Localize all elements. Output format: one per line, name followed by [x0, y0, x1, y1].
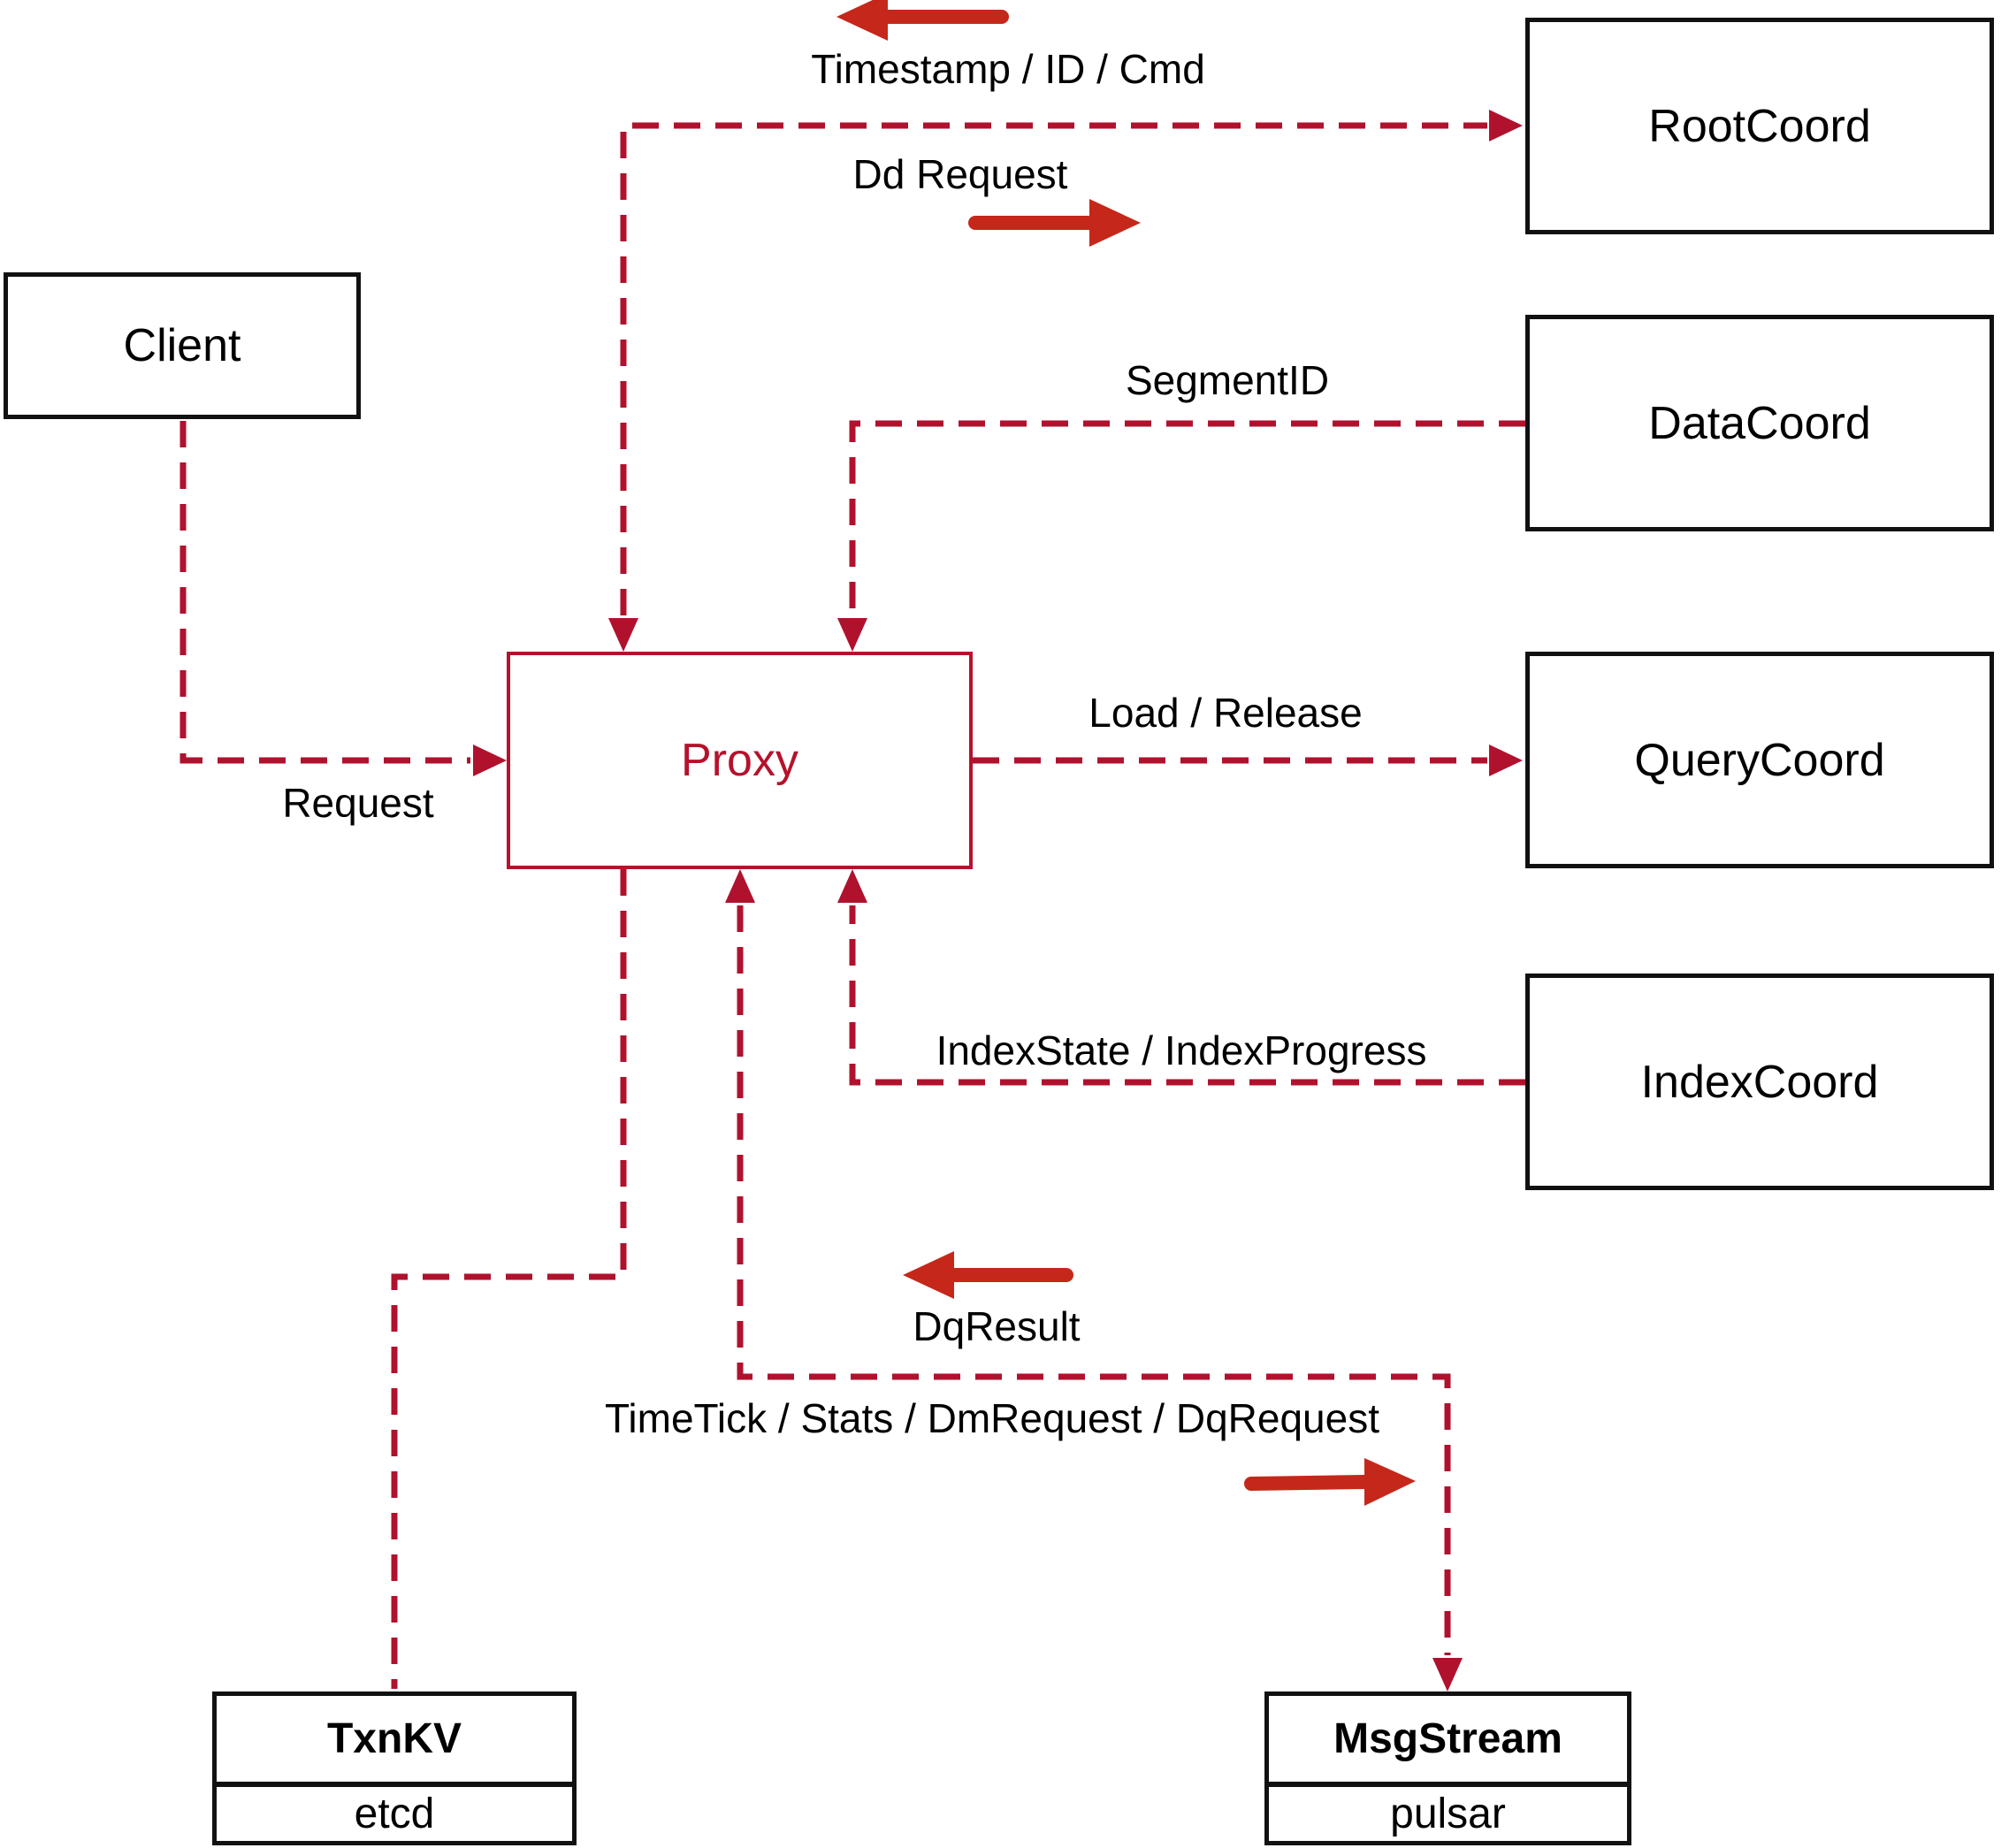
client-label: Client — [123, 320, 241, 371]
arrowhead-into-proxy-bottom-right-icon — [837, 869, 867, 903]
node-querycoord: QueryCoord — [1525, 652, 1994, 868]
direction-arrow-right-time-tick-icon — [1244, 1458, 1416, 1506]
node-datacoord: DataCoord — [1525, 315, 1994, 531]
edge-client-to-proxy — [180, 421, 470, 764]
msgstream-impl: pulsar — [1390, 1791, 1506, 1837]
node-proxy: Proxy — [507, 652, 973, 869]
edge-proxy-to-txnkv — [391, 869, 627, 1689]
direction-arrow-right-dd-request-icon — [968, 199, 1141, 247]
edge-label-dd-request: Dd Request — [852, 151, 1068, 197]
datacoord-label: DataCoord — [1648, 397, 1871, 449]
indexcoord-label: IndexCoord — [1640, 1056, 1879, 1108]
arrowhead-into-msgstream-icon — [1432, 1658, 1463, 1691]
txnkv-title: TxnKV — [217, 1696, 572, 1787]
arrowhead-into-proxy-left-icon — [473, 745, 507, 776]
proxy-label: Proxy — [681, 735, 798, 786]
arrowhead-into-proxy-top-left-icon — [608, 618, 638, 652]
arrowhead-into-querycoord-icon — [1489, 745, 1523, 776]
querycoord-label: QueryCoord — [1634, 734, 1885, 786]
arrowhead-into-proxy-bottom-left-icon — [725, 869, 755, 903]
edge-datacoord-to-proxy — [849, 420, 1525, 615]
node-indexcoord: IndexCoord — [1525, 974, 1994, 1190]
msgstream-title: MsgStream — [1269, 1696, 1627, 1787]
edge-proxy-msgstream — [737, 905, 1451, 1655]
edge-label-time-tick: TimeTick / Stats / DmRequest / DqRequest — [605, 1395, 1379, 1441]
node-rootcoord: RootCoord — [1525, 18, 1994, 234]
txnkv-impl: etcd — [354, 1791, 435, 1837]
edge-label-dq-result: DqResult — [913, 1303, 1081, 1349]
arrowhead-into-rootcoord-icon — [1489, 110, 1523, 141]
node-msgstream: MsgStream pulsar — [1264, 1691, 1631, 1845]
direction-arrow-left-dq-result-icon — [903, 1251, 1073, 1299]
edge-proxy-rootcoord — [620, 122, 1487, 615]
edge-label-timestamp-id-cmd: Timestamp / ID / Cmd — [811, 46, 1205, 92]
direction-arrow-left-timestamp-icon — [836, 0, 1009, 41]
arrowhead-into-proxy-top-right-icon — [837, 618, 867, 652]
edge-label-segment-id: SegmentID — [1125, 357, 1330, 403]
rootcoord-label: RootCoord — [1648, 100, 1871, 152]
node-client: Client — [4, 272, 361, 419]
node-txnkv: TxnKV etcd — [212, 1691, 577, 1845]
edge-label-index-state: IndexState / IndexProgress — [936, 1027, 1427, 1073]
edge-indexcoord-to-proxy — [849, 905, 1525, 1086]
edge-label-load-release: Load / Release — [1089, 690, 1363, 736]
edge-label-request: Request — [282, 780, 434, 826]
